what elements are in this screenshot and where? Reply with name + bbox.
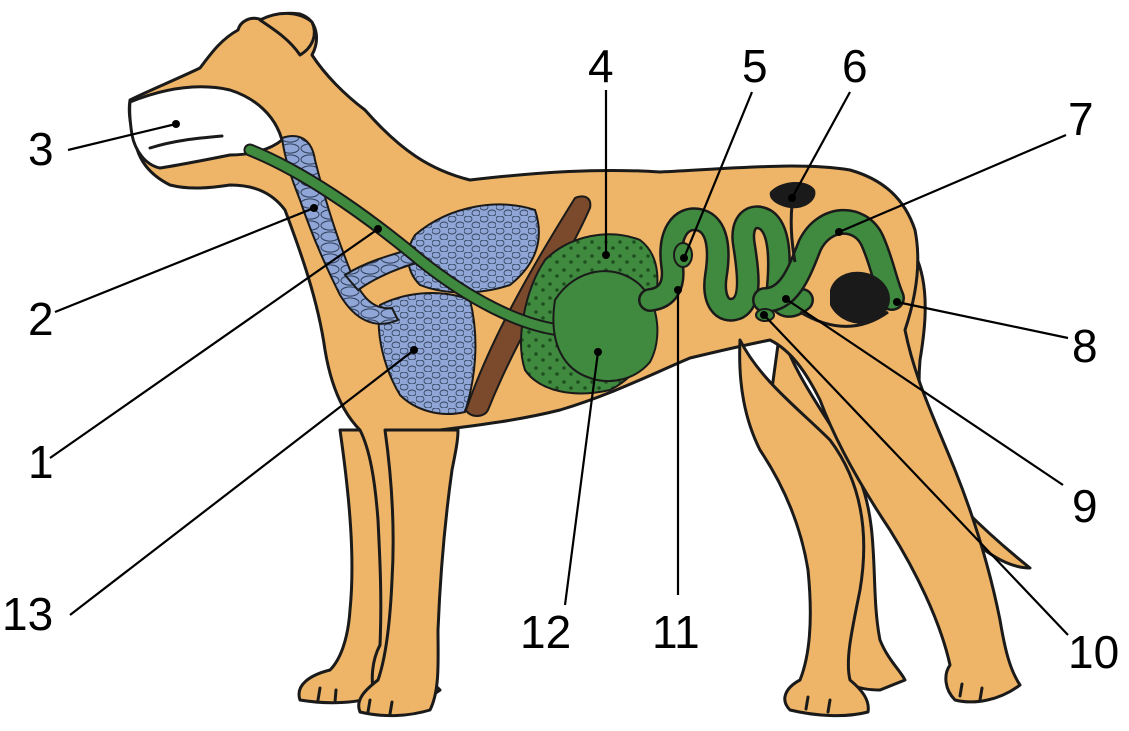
label-1: 1 — [28, 436, 54, 488]
label-2: 2 — [28, 293, 54, 345]
label-5: 5 — [742, 40, 768, 92]
label-4: 4 — [588, 40, 614, 92]
label-7: 7 — [1068, 93, 1094, 145]
label-6: 6 — [842, 40, 868, 92]
stomach — [553, 271, 657, 381]
label-12: 12 — [520, 606, 571, 658]
label-8: 8 — [1072, 320, 1098, 372]
label-10: 10 — [1068, 626, 1119, 678]
label-13: 13 — [2, 588, 53, 640]
label-3: 3 — [28, 123, 54, 175]
label-9: 9 — [1072, 480, 1098, 532]
label-11: 11 — [652, 606, 700, 658]
